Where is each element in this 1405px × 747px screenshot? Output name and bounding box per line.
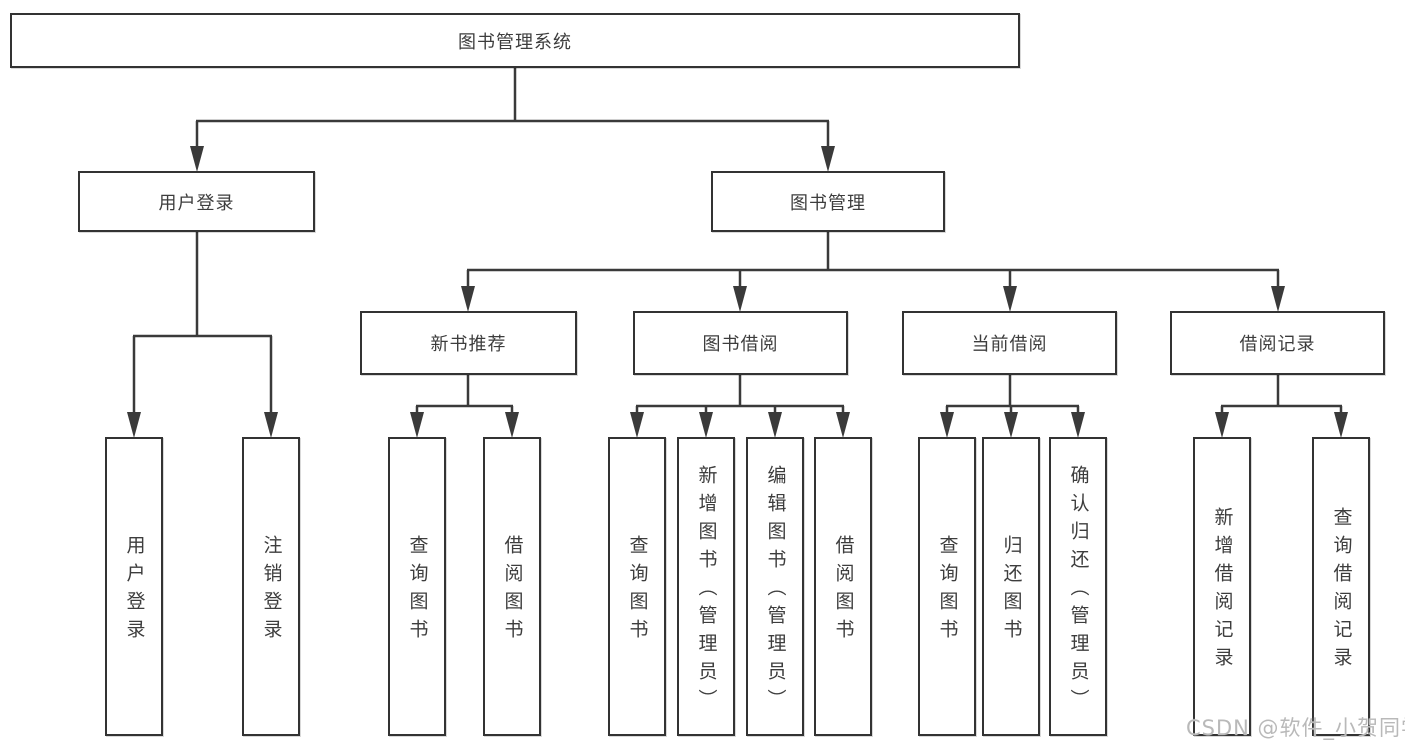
leaf-bb-query-book: 查询图书	[608, 437, 666, 736]
leaf-bb-edit-book-admin: 编辑图书（管理员）	[746, 437, 804, 736]
leaf-bb-edit-book-admin-label: 编辑图书（管理员）	[764, 465, 787, 717]
leaf-cb-confirm-return-admin: 确认归还（管理员）	[1049, 437, 1107, 736]
node-book-borrowing: 图书借阅	[633, 311, 848, 375]
leaf-rec-query-book-label: 查询图书	[406, 535, 429, 647]
leaf-user-login-label: 用户登录	[123, 535, 146, 647]
leaf-bb-add-book-admin: 新增图书（管理员）	[677, 437, 735, 736]
node-book-management: 图书管理	[711, 171, 945, 232]
node-current-borrowing-label: 当前借阅	[971, 334, 1048, 355]
node-user-login-label: 用户登录	[158, 192, 235, 214]
leaf-br-add-record: 新增借阅记录	[1193, 437, 1251, 736]
leaf-cb-query-book-label: 查询图书	[936, 535, 959, 647]
leaf-cb-return-book: 归还图书	[982, 437, 1040, 736]
leaf-br-add-record-label: 新增借阅记录	[1211, 507, 1234, 675]
node-borrowing-records-label: 借阅记录	[1239, 334, 1316, 355]
leaf-bb-borrow-book: 借阅图书	[814, 437, 872, 736]
node-book-management-label: 图书管理	[790, 192, 866, 214]
leaf-logout-label: 注销登录	[260, 535, 283, 647]
leaf-rec-query-book: 查询图书	[388, 437, 446, 736]
leaf-bb-query-book-label: 查询图书	[626, 535, 649, 647]
node-root: 图书管理系统	[10, 13, 1020, 68]
node-borrowing-records: 借阅记录	[1170, 311, 1385, 375]
leaf-br-query-record-label: 查询借阅记录	[1330, 507, 1353, 675]
leaf-bb-add-book-admin-label: 新增图书（管理员）	[695, 465, 718, 717]
leaf-cb-return-book-label: 归还图书	[1000, 535, 1023, 647]
node-book-borrowing-label: 图书借阅	[702, 334, 779, 355]
node-root-label: 图书管理系统	[458, 31, 572, 53]
leaf-user-login: 用户登录	[105, 437, 163, 736]
leaf-br-query-record: 查询借阅记录	[1312, 437, 1370, 736]
leaf-rec-borrow-book-label: 借阅图书	[501, 535, 524, 647]
leaf-bb-borrow-book-label: 借阅图书	[832, 535, 855, 647]
leaf-cb-confirm-return-admin-label: 确认归还（管理员）	[1067, 465, 1090, 717]
node-user-login: 用户登录	[78, 171, 315, 232]
arrowheads	[127, 146, 1348, 438]
leaf-cb-query-book: 查询图书	[918, 437, 976, 736]
leaf-rec-borrow-book: 借阅图书	[483, 437, 541, 736]
leaf-logout: 注销登录	[242, 437, 300, 736]
node-new-book-recommendation-label: 新书推荐	[430, 334, 507, 355]
node-current-borrowing: 当前借阅	[902, 311, 1117, 375]
node-new-book-recommendation: 新书推荐	[360, 311, 577, 375]
csdn-watermark: CSDN @软件_小贺同学	[1186, 716, 1405, 740]
